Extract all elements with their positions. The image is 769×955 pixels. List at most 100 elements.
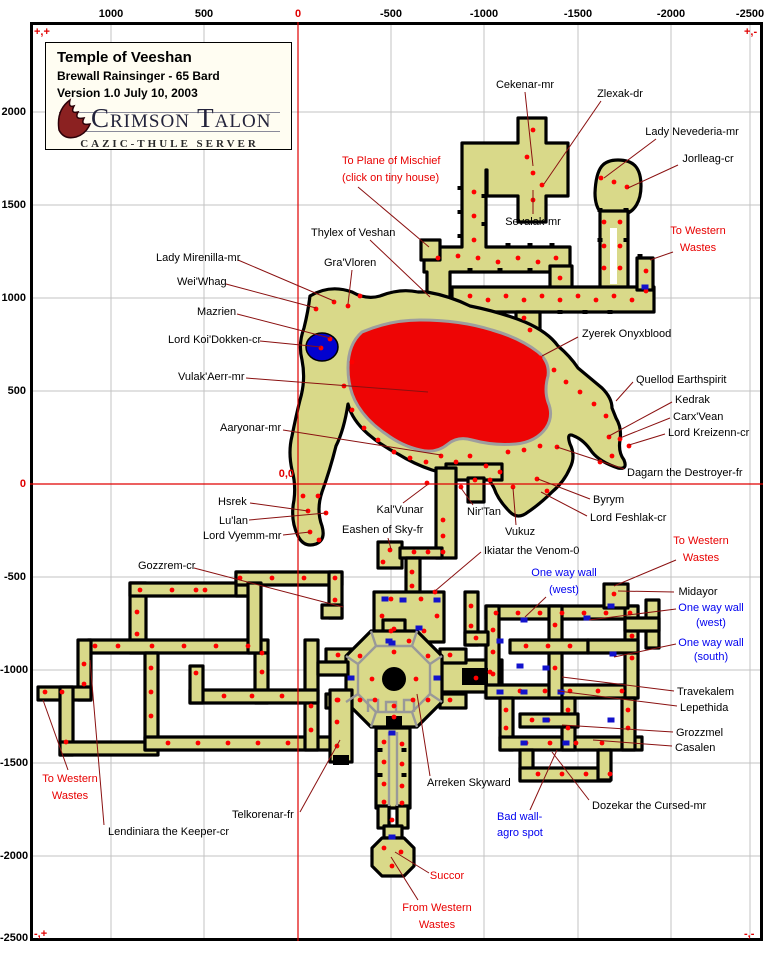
spawn-dot: [629, 655, 635, 661]
leader-line: [249, 502, 309, 512]
map-label-lepethida: Lepethida: [680, 702, 729, 714]
leader-line: [541, 336, 579, 357]
leader-line: [237, 259, 335, 302]
spawn-dot: [611, 179, 617, 185]
spawn-dot: [349, 359, 355, 365]
spawn-dot: [316, 537, 322, 543]
top-tick--1500: -1500: [563, 8, 593, 20]
spawn-dot: [643, 288, 649, 294]
spawn-dot: [345, 303, 351, 309]
tiny-house-plane-of-mischief[interactable]: [419, 238, 442, 262]
map-label-gra-vloren: Gra'Vloren: [324, 257, 377, 269]
leader-line: [394, 851, 430, 874]
spawn-dot: [249, 693, 255, 699]
leader-line: [588, 608, 677, 621]
map-label-mazrien: Mazrien: [197, 306, 237, 318]
door-tick: [481, 222, 487, 226]
leader-line: [225, 283, 317, 309]
leader-line: [617, 590, 675, 593]
spawn-dot: [551, 367, 557, 373]
spawn-dot: [300, 493, 306, 499]
leader-line: [529, 749, 558, 811]
spawn-dot: [349, 407, 355, 413]
map-label-arreken-skyward: Arreken Skyward: [427, 777, 511, 789]
map-label-to-western: To Western: [673, 535, 729, 547]
hub-inner-walls: [345, 630, 443, 806]
door-tick: [505, 243, 511, 247]
door-tick: [557, 310, 563, 314]
door-tick: [527, 268, 533, 272]
one-way-wall-mark: [557, 689, 565, 695]
leader-line: [556, 446, 625, 470]
left-tick--2000: -2000: [0, 850, 29, 862]
spawn-dot: [399, 800, 405, 806]
leader-line: [524, 596, 547, 618]
spawn-dot: [471, 213, 477, 219]
vulak-lair-red-area: [346, 318, 553, 453]
left-tick--1500: -1500: [0, 757, 29, 769]
door-tick: [623, 208, 629, 212]
spawn-dot: [381, 739, 387, 745]
spawn-dot: [379, 613, 385, 619]
map-label-one-way-wall: One way wall: [531, 567, 597, 579]
one-way-wall-mark: [520, 689, 528, 695]
spawn-dot: [389, 817, 395, 823]
spawn-dot: [539, 182, 545, 188]
one-way-wall-mark: [385, 638, 393, 644]
spawn-dot: [575, 293, 581, 299]
door-tick: [637, 254, 643, 258]
spawn-dot: [619, 688, 625, 694]
spawn-dot: [505, 449, 511, 455]
spawn-dot: [193, 670, 199, 676]
map-label-one-way-wall: One way wall: [678, 602, 744, 614]
leader-line: [608, 401, 673, 437]
spawn-dot: [335, 652, 341, 658]
door-tick: [597, 238, 603, 242]
door-tick: [377, 748, 383, 752]
map-label-lady-mirenilla-mr: Lady Mirenilla-mr: [156, 252, 241, 264]
map-label-from-western: From Western: [402, 902, 472, 914]
leader-line: [543, 100, 602, 185]
spawn-dot: [134, 631, 140, 637]
spawn-dot: [577, 389, 583, 395]
spawn-dot: [92, 643, 98, 649]
spawn-dot: [515, 610, 521, 616]
map-label-to-western: To Western: [42, 773, 98, 785]
map-label-nir-tan: Nir'Tan: [467, 506, 501, 518]
spawn-dot: [225, 740, 231, 746]
spawn-dot: [259, 650, 265, 656]
spawn-dot: [315, 493, 321, 499]
leader-line: [613, 643, 677, 658]
door-tick: [481, 194, 487, 198]
leader-line: [402, 484, 428, 504]
corner-mark-bottom-right: -,-: [744, 928, 755, 940]
spawn-dot: [388, 596, 394, 602]
map-label-succor: Succor: [429, 870, 465, 882]
one-way-wall-mark: [381, 596, 389, 602]
page-title: Temple of Veeshan: [57, 49, 192, 66]
left-tick-500: 500: [7, 385, 26, 397]
leader-line: [561, 676, 675, 692]
map-label-wei-whag: Wei'Whag: [177, 276, 227, 288]
one-way-wall-mark: [542, 665, 550, 671]
door-tick: [623, 238, 629, 242]
map-label-lady-nevederia-mr: Lady Nevederia-mr: [645, 126, 739, 138]
leader-line: [524, 91, 534, 167]
spawn-dot: [567, 643, 573, 649]
one-way-wall-mark: [542, 717, 550, 723]
spawn-dot: [547, 740, 553, 746]
spawn-dot: [308, 727, 314, 733]
origin-label: 0,0: [278, 468, 294, 480]
spawn-dot: [591, 401, 597, 407]
spawn-dot: [432, 589, 438, 595]
spawn-dot: [468, 603, 474, 609]
spawn-dot: [237, 575, 243, 581]
spawn-dot: [530, 170, 536, 176]
spawn-dot: [521, 297, 527, 303]
spawn-dot: [559, 610, 565, 616]
spawn-dot: [503, 707, 509, 713]
spawn-dot: [115, 643, 121, 649]
map-label-dagarn-the-destroyer-fr: Dagarn the Destroyer-fr: [627, 467, 743, 479]
leader-line: [615, 381, 634, 402]
leader-line: [193, 567, 344, 608]
